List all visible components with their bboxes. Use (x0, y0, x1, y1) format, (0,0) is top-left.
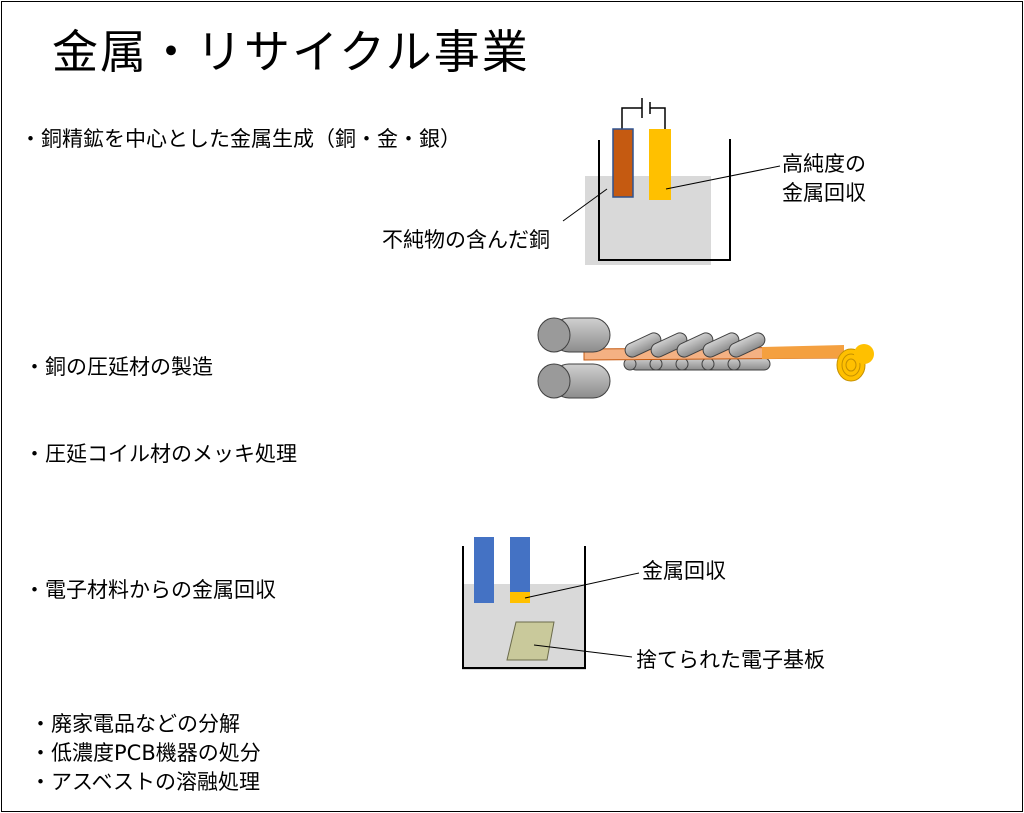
item-coil-plating: ・圧延コイル材のメッキ処理 (24, 442, 297, 466)
small-rollers-bottom (623, 357, 771, 371)
large-rollers (537, 317, 611, 399)
recovered-metal-deposit (510, 592, 530, 603)
label-impure-copper: 不純物の含んだ銅 (382, 228, 550, 252)
item-copper-rolling: ・銅の圧延材の製造 (24, 355, 213, 379)
label-pure-line1: 高純度の (782, 152, 866, 176)
recovery-electrode-left (474, 537, 494, 603)
recovery-diagram (462, 537, 640, 670)
item-copper-refining: ・銅精鉱を中心とした金属生成（銅・金・銀） (20, 127, 461, 151)
label-metal-recovery: 金属回収 (642, 559, 726, 583)
item-electronic-recovery: ・電子材料からの金属回収 (24, 578, 276, 602)
electrolysis-diagram (562, 98, 781, 265)
item-asbestos-melting: ・アスベストの溶融処理 (30, 770, 260, 794)
page-title: 金属・リサイクル事業 (52, 25, 530, 79)
plated-strip (762, 345, 844, 359)
electronic-board (506, 621, 555, 661)
label-pure-line2: 金属回収 (782, 181, 866, 205)
leader-board (533, 644, 633, 658)
item-appliance-dismantling: ・廃家電品などの分解 (30, 712, 240, 736)
item-pcb-disposal: ・低濃度PCB機器の処分 (30, 741, 261, 765)
label-discarded-board: 捨てられた電子基板 (636, 648, 825, 672)
coil (836, 344, 874, 382)
electrolysis-tank (598, 139, 731, 261)
recovery-electrode-right (510, 537, 530, 603)
electrolyte-solution (585, 176, 711, 265)
rolling-diagram (537, 317, 874, 399)
impure-copper-anode (612, 128, 634, 198)
leader-pure-metal (665, 165, 781, 190)
circuit-wire-right (650, 107, 666, 129)
leader-impure-copper (562, 188, 608, 222)
circuit-wire-left (621, 107, 642, 129)
pure-metal-cathode (649, 129, 671, 200)
small-rollers-top (624, 332, 766, 358)
recovery-tank (462, 546, 586, 669)
leader-metal-recovery (524, 572, 640, 599)
